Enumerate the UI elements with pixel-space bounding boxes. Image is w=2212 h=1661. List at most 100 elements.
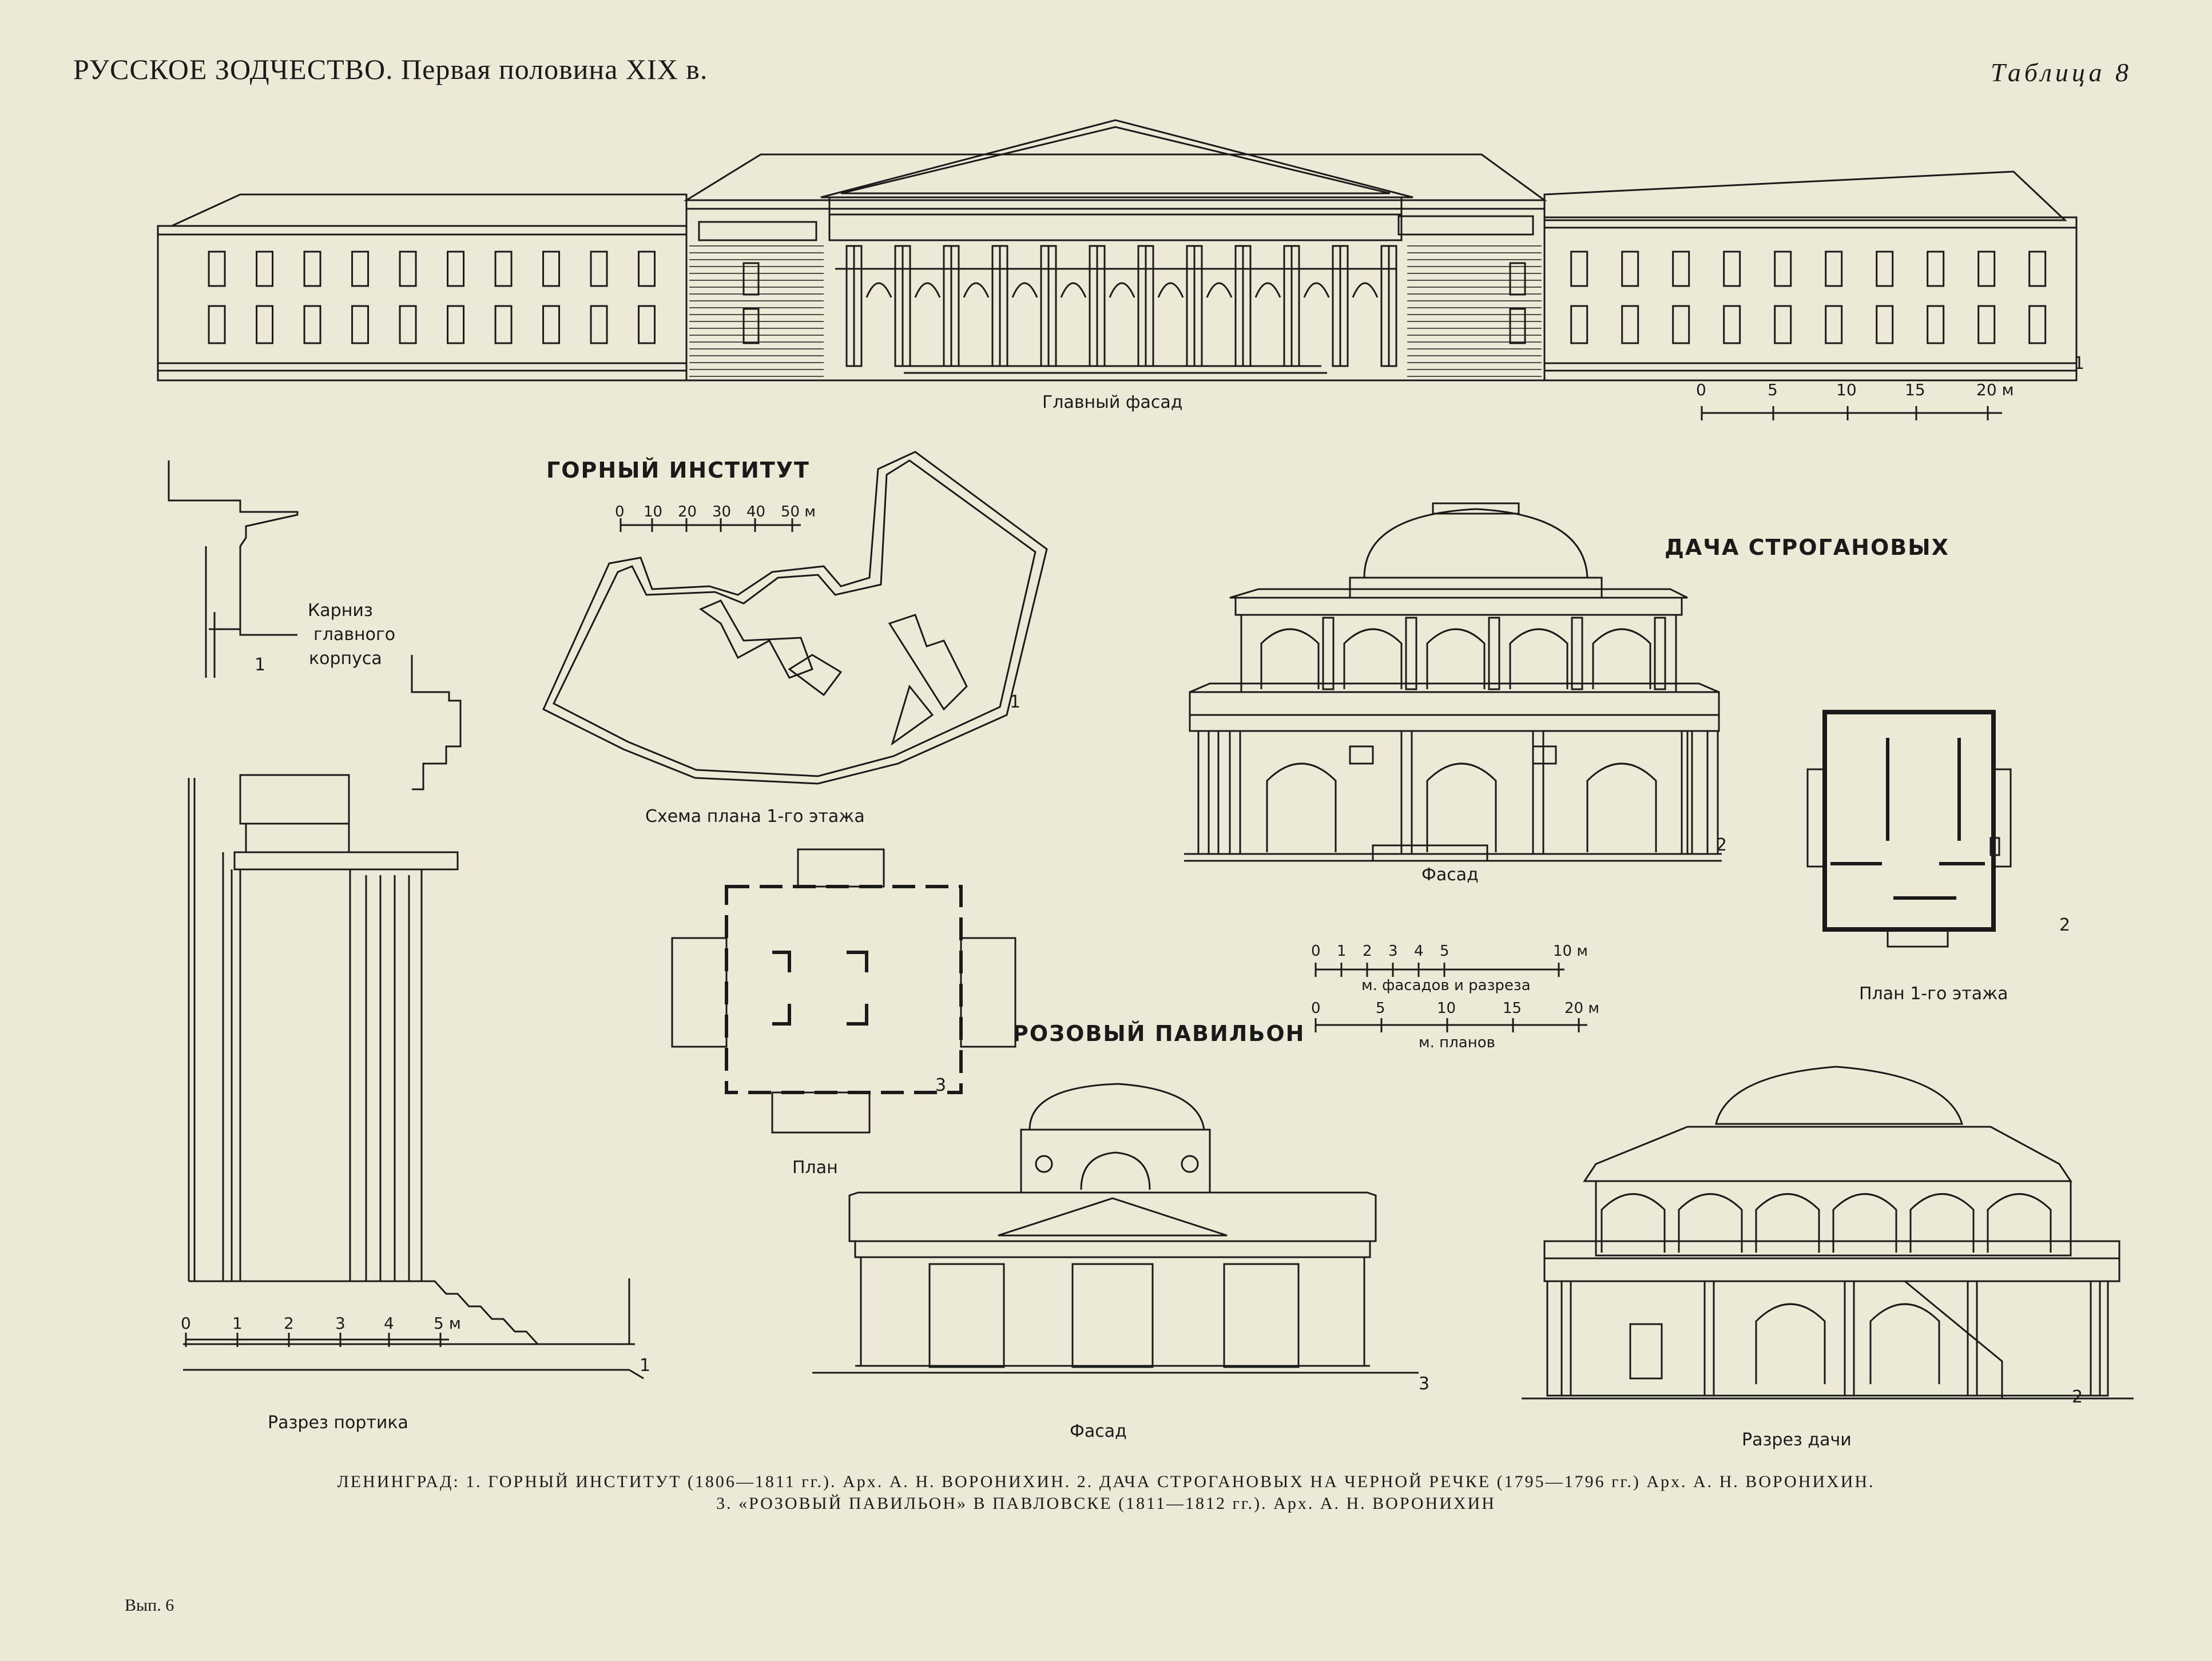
upper-arched-window xyxy=(1509,628,1568,689)
main-facade-rustication xyxy=(689,245,1542,377)
upper-pier xyxy=(1322,617,1335,690)
section-column xyxy=(1967,1280,1978,1397)
facade-window-upper xyxy=(1509,262,1526,296)
institute-plan-scale xyxy=(619,518,801,532)
facade-window-lower xyxy=(1509,308,1526,344)
facade-window-lower xyxy=(1672,305,1690,344)
scale-portico-0: 0 xyxy=(181,1314,191,1333)
label-stroganov-plan: План 1-го этажа xyxy=(1859,984,2008,1004)
portico-section-drawing xyxy=(183,655,644,1380)
scale-portico-5: 5 м xyxy=(434,1314,461,1333)
facade-window-upper xyxy=(351,251,370,287)
marker-1-cornice: 1 xyxy=(255,655,266,675)
upper-arched-window xyxy=(1260,628,1320,689)
section-upper-window xyxy=(1601,1193,1666,1253)
facade-arch xyxy=(1011,282,1038,298)
scale-main-10: 10 xyxy=(1836,380,1857,399)
scale-small-5: 5 xyxy=(1440,943,1449,960)
section-upper-window xyxy=(1678,1193,1743,1253)
section-arched-windows xyxy=(1560,1193,2101,1397)
scale-plans-10: 10 xyxy=(1437,1000,1456,1017)
label-cornice-1: Карниз xyxy=(308,601,373,621)
label-dacha-section: Разрез дачи xyxy=(1742,1430,1852,1450)
marker-1-plan: 1 xyxy=(1010,692,1021,712)
facade-window-lower xyxy=(742,308,760,344)
section-column xyxy=(1844,1280,1855,1397)
section-column xyxy=(1560,1280,1572,1397)
facade-window-upper xyxy=(256,251,274,287)
facade-arch xyxy=(1352,282,1379,298)
facade-arch xyxy=(963,282,990,298)
facade-window-upper xyxy=(1774,251,1792,287)
facade-window-upper xyxy=(1672,251,1690,287)
section-lower-window xyxy=(1755,1303,1826,1384)
label-pink-pavilion: РОЗОВЫЙ ПАВИЛЬОН xyxy=(1012,1021,1305,1046)
lower-arched-window xyxy=(1426,762,1497,852)
plate-number: Таблица 8 xyxy=(1990,58,2132,87)
facade-window-lower xyxy=(1621,305,1639,344)
scale-plan-30: 30 xyxy=(712,503,732,520)
facade-arch xyxy=(914,282,941,298)
scale-main-20: 20 м xyxy=(1976,380,2014,399)
facade-window-upper xyxy=(1621,251,1639,287)
facade-window-lower xyxy=(542,305,561,344)
scale-small-2: 2 xyxy=(1363,943,1372,960)
caption-line-1: ЛЕНИНГРАД: 1. ГОРНЫЙ ИНСТИТУТ (1806—1811… xyxy=(337,1472,1875,1491)
scale-small-1: 1 xyxy=(1337,943,1347,960)
facade-window-upper xyxy=(1927,251,1945,287)
scale-portico-3: 3 xyxy=(335,1314,345,1333)
cornice-drawing xyxy=(168,460,299,678)
facade-window-lower xyxy=(399,305,417,344)
main-facade-columns xyxy=(845,245,1397,367)
marker-3-facade: 3 xyxy=(1419,1374,1430,1394)
scale-main-15: 15 xyxy=(1905,380,1925,399)
pavilion-facade-drawing xyxy=(812,1083,1419,1374)
scale-plans-20: 20 м xyxy=(1564,1000,1599,1017)
facade-scale-bar xyxy=(1701,406,2002,420)
lower-column xyxy=(1706,730,1719,855)
lower-arched-window xyxy=(1586,762,1657,852)
stroganov-plan-drawing xyxy=(1806,710,2012,948)
facade-window-upper xyxy=(303,251,321,287)
lower-column xyxy=(1532,730,1544,855)
page-header-title: РУССКОЕ ЗОДЧЕСТВО. Первая половина XIX в… xyxy=(73,53,708,85)
scale-plan-50: 50 м xyxy=(781,503,816,520)
facade-window-lower xyxy=(208,305,226,344)
upper-pier xyxy=(1571,617,1583,690)
facade-window-upper xyxy=(1977,251,1996,287)
facade-window-upper xyxy=(1825,251,1843,287)
lower-column xyxy=(1400,730,1413,855)
upper-pier xyxy=(1654,617,1666,690)
portico-scale-bar xyxy=(185,1333,449,1347)
facade-window-upper xyxy=(1876,251,1894,287)
upper-arched-window xyxy=(1343,628,1403,689)
facade-window-lower xyxy=(256,305,274,344)
facade-window-lower xyxy=(1876,305,1894,344)
facade-window-upper xyxy=(447,251,465,287)
marker-2-facade: 2 xyxy=(1716,835,1727,855)
label-scale-plans: м. планов xyxy=(1419,1034,1495,1051)
scale-plan-10: 10 xyxy=(644,503,663,520)
scale-portico-1: 1 xyxy=(232,1314,243,1333)
facade-window-upper xyxy=(742,262,760,296)
lower-column xyxy=(1681,730,1693,855)
scale-small-10: 10 м xyxy=(1553,943,1588,960)
section-column xyxy=(1703,1280,1715,1397)
scale-plans-15: 15 xyxy=(1503,1000,1522,1017)
facade-window-upper xyxy=(1723,251,1741,287)
facade-window-upper xyxy=(590,251,608,287)
scale-main-5: 5 xyxy=(1768,380,1778,399)
scale-small-0: 0 xyxy=(1311,943,1321,960)
section-upper-window xyxy=(1987,1193,2052,1253)
facade-arch xyxy=(1254,282,1281,298)
label-portico-section: Разрез портика xyxy=(268,1413,408,1433)
section-upper-window xyxy=(1755,1193,1820,1253)
main-facade-drawing xyxy=(157,119,2078,382)
facade-window-lower xyxy=(1570,305,1588,344)
scale-plan-40: 40 xyxy=(746,503,766,520)
scale-plan-20: 20 xyxy=(678,503,697,520)
facade-window-upper xyxy=(399,251,417,287)
facade-arch xyxy=(865,282,892,298)
lower-arched-window xyxy=(1266,762,1337,852)
